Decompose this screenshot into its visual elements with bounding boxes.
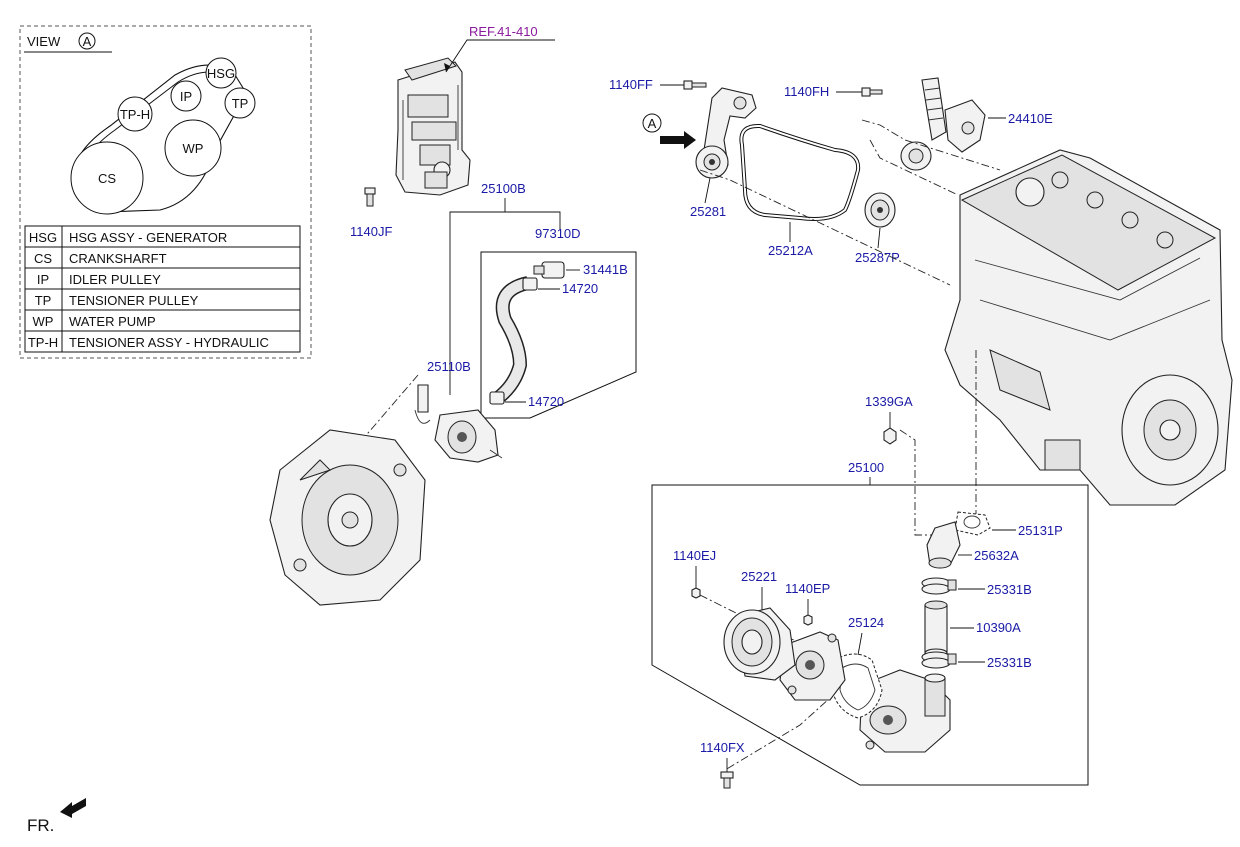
hose-10390a: 10390A: [924, 600, 1021, 658]
label-24410e: 24410E: [1008, 111, 1053, 126]
view-a-marker: A: [648, 116, 657, 131]
legend-row-code: TP-H: [28, 335, 58, 350]
label-1140fh: 1140FH: [784, 84, 829, 99]
front-arrow-icon: [60, 798, 86, 818]
legend-row-desc: TENSIONER ASSY - HYDRAULIC: [69, 335, 269, 350]
label-14720-upper: 14720: [562, 281, 598, 296]
legend-row-desc: IDLER PULLEY: [69, 272, 161, 287]
legend-row-code: CS: [34, 251, 52, 266]
idler-pulley-25287p: 25287P: [855, 192, 900, 265]
legend-row-desc: CRANKSHARFT: [69, 251, 167, 266]
label-25221: 25221: [741, 569, 777, 584]
label-1140jf: 1140JF: [350, 224, 392, 239]
legend-row-desc: TENSIONER PULLEY: [69, 293, 199, 308]
label-31441b: 31441B: [583, 262, 628, 277]
drive-belt-25212a: 25212A: [739, 123, 861, 258]
clamp-25331b-lower: 25331B: [921, 651, 1032, 670]
bolt-1140fh: 1140FH: [784, 84, 883, 99]
label-1140ej: 1140EJ: [673, 548, 716, 563]
legend-panel: VIEW A CS WP TP-H IP HSG TP: [19, 25, 312, 359]
outlet-fitting-25632a: 25632A: [926, 521, 1019, 569]
label-1140ff: 1140FF: [609, 77, 653, 92]
label-25124: 25124: [848, 615, 884, 630]
legend-row-code: HSG: [29, 230, 57, 245]
gasket-25124: 25124: [831, 615, 884, 719]
legend-view-marker: A: [83, 34, 92, 49]
legend-circle-tph: TP-H: [120, 107, 150, 122]
label-25100b: 25100B: [481, 181, 526, 196]
electric-water-pump-25110b: [414, 384, 503, 463]
legend-circle-wp: WP: [183, 141, 204, 156]
label-1339ga: 1339GA: [865, 394, 913, 409]
label-25110b: 25110B: [427, 359, 471, 374]
legend-row-desc: HSG ASSY - GENERATOR: [69, 230, 227, 245]
label-1140ep: 1140EP: [785, 581, 830, 596]
pulley-25221: 25221: [723, 569, 796, 681]
legend-circle-cs: CS: [98, 171, 116, 186]
legend-table: HSG HSG ASSY - GENERATOR CS CRANKSHARFT …: [24, 225, 301, 353]
legend-row-code: WP: [33, 314, 54, 329]
label-25281: 25281: [690, 204, 726, 219]
view-a-arrow: A: [642, 113, 696, 149]
label-25100: 25100: [848, 460, 884, 475]
legend-circle-tp: TP: [232, 96, 249, 111]
clamp-25331b-upper: 25331B: [921, 577, 1032, 597]
engine-block: [944, 149, 1233, 506]
bolt-1140fx: 1140FX: [700, 740, 745, 789]
water-pump-group-25100: 25100: [651, 460, 1089, 786]
label-97310d: 97310D: [535, 226, 581, 241]
legend-row-code: TP: [35, 293, 52, 308]
label-25131p: 25131P: [1018, 523, 1063, 538]
legend-view-label: VIEW: [27, 34, 61, 49]
label-25632a: 25632A: [974, 548, 1019, 563]
belt-route-diagram: CS WP TP-H IP HSG TP: [70, 57, 256, 215]
transmission-housing: [269, 429, 426, 606]
legend-row-desc: WATER PUMP: [69, 314, 156, 329]
legend-circle-ip: IP: [180, 89, 192, 104]
hsg-generator-assembly: REF.41-410: [395, 24, 555, 196]
gasket-25131p: 25131P: [954, 511, 1063, 538]
hose-group-25100b: 25100B 97310D 31441B 14720 14720 25110B: [427, 181, 637, 419]
legend-row-code: IP: [37, 272, 49, 287]
bolt-1339ga: 1339GA: [865, 394, 913, 445]
label-25331b-lower: 25331B: [987, 655, 1032, 670]
ref-label: REF.41-410: [469, 24, 538, 39]
water-pump-housing: [859, 669, 951, 753]
label-1140fx: 1140FX: [700, 740, 745, 755]
label-10390a: 10390A: [976, 620, 1021, 635]
label-25212a: 25212A: [768, 243, 813, 258]
bolt-1140ff: 1140FF: [609, 77, 707, 92]
label-25331b-upper: 25331B: [987, 582, 1032, 597]
fr-label: FR.: [27, 816, 54, 835]
water-pump-body: [779, 631, 846, 701]
label-14720-lower: 14720: [528, 394, 564, 409]
front-direction-indicator: FR.: [27, 798, 86, 835]
bolt-1140ep: 1140EP: [785, 581, 830, 626]
idler-bracket-25281: 25281: [690, 87, 757, 219]
bolt-1140jf: 1140JF: [350, 187, 392, 239]
bolt-1140ej: 1140EJ: [673, 548, 716, 599]
legend-circle-hsg: HSG: [207, 66, 235, 81]
label-25287p: 25287P: [855, 250, 900, 265]
tensioner-24410e: 24410E: [900, 77, 1053, 171]
